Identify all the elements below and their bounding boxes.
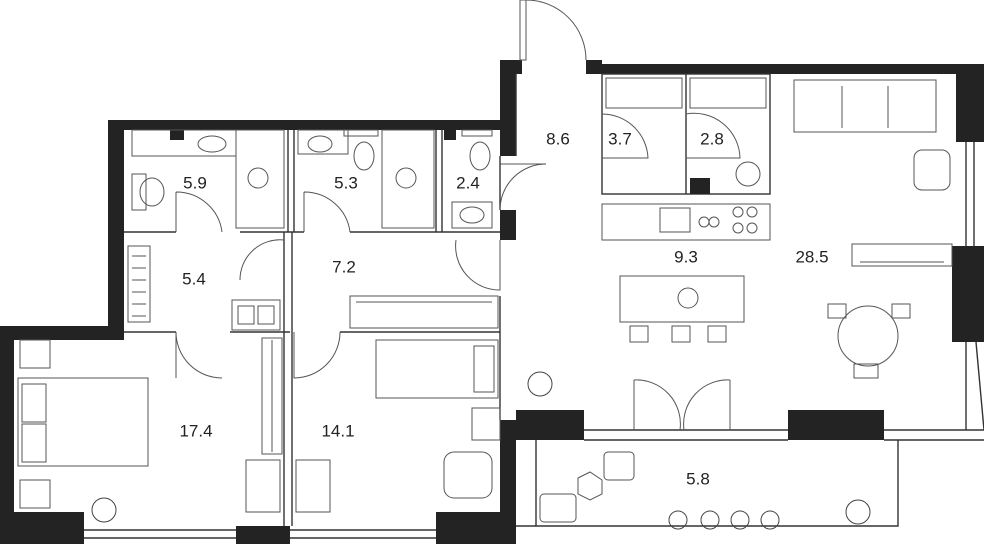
fixtures <box>17 77 953 523</box>
area-labels: 5.9 5.3 2.4 8.6 3.7 2.8 5.4 7.2 9.3 28.5… <box>179 129 828 488</box>
room-area-balcony: 5.8 <box>686 469 710 488</box>
interior-walls <box>84 73 984 539</box>
room-area-corridor-1: 5.4 <box>182 269 206 288</box>
room-area-storage-1: 3.7 <box>608 129 632 148</box>
exterior-walls <box>0 60 984 544</box>
room-area-bathroom-1: 5.9 <box>183 173 207 192</box>
room-area-wc: 2.4 <box>456 173 480 192</box>
doors <box>175 0 741 431</box>
room-area-hall: 8.6 <box>546 129 570 148</box>
plants <box>91 371 871 530</box>
room-area-bathroom-2: 5.3 <box>334 173 358 192</box>
room-area-corridor-2: 7.2 <box>332 257 356 276</box>
room-area-kitchen: 9.3 <box>674 247 698 266</box>
room-area-bedroom-2: 14.1 <box>321 421 354 440</box>
room-area-bedroom-1: 17.4 <box>179 421 212 440</box>
room-area-storage-2: 2.8 <box>700 129 724 148</box>
room-area-living-room: 28.5 <box>795 247 828 266</box>
